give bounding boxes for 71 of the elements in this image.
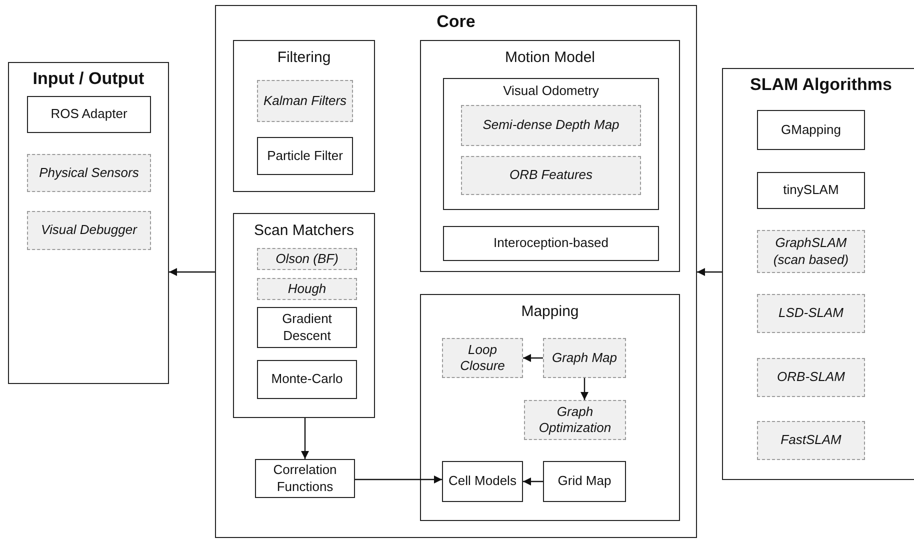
optional-module-box: [757, 230, 865, 273]
group-panel: [722, 68, 914, 480]
optional-module-box: [257, 80, 353, 122]
module-box: [255, 459, 355, 498]
optional-module-box: [757, 358, 865, 397]
arrow: [355, 476, 442, 484]
arrow: [301, 418, 309, 459]
module-box: [442, 461, 523, 502]
group-panel: [233, 40, 375, 192]
optional-module-box: [461, 156, 641, 195]
module-box: [757, 110, 865, 150]
module-box: [257, 137, 353, 175]
optional-module-box: [757, 294, 865, 333]
module-box: [257, 307, 357, 348]
module-label: Gradient Descent: [281, 311, 333, 344]
module-label: Cell Models: [448, 473, 516, 490]
group-title: Motion Model: [504, 49, 596, 66]
optional-module-box: [442, 338, 523, 378]
arrow: [580, 378, 588, 400]
module-label: Hough: [288, 280, 326, 298]
module-label: Olson (BF): [276, 250, 338, 268]
group-panel: [420, 294, 680, 521]
optional-module-box: [257, 278, 357, 300]
module-label: Correlation Functions: [272, 462, 338, 495]
arrow: [523, 354, 543, 362]
group-panel: [233, 213, 375, 418]
module-box: [257, 360, 357, 399]
module-box: [757, 172, 865, 209]
module-label: GraphSLAM (scan based): [772, 235, 850, 268]
group-title: Core: [436, 12, 476, 32]
module-label: GMapping: [781, 122, 841, 138]
module-label: tinySLAM: [783, 182, 839, 199]
optional-module-box: [524, 400, 626, 440]
module-label: LSD-SLAM: [778, 305, 844, 322]
group-title: Input / Output: [32, 69, 146, 89]
optional-module-box: [543, 338, 626, 378]
module-label: Physical Sensors: [39, 164, 139, 182]
module-label: FastSLAM: [780, 432, 842, 449]
group-title: Visual Odometry: [502, 83, 600, 98]
group-title: Filtering: [276, 49, 332, 66]
module-label: Grid Map: [558, 473, 612, 490]
group-title: Scan Matchers: [252, 222, 356, 239]
group-panel: [215, 5, 697, 538]
module-box: [543, 461, 626, 502]
module-label: Loop Closure: [459, 342, 506, 374]
arrow: [697, 268, 722, 276]
optional-module-box: [257, 248, 357, 270]
module-label: Semi-dense Depth Map: [482, 117, 620, 134]
optional-module-box: [27, 211, 151, 250]
group-title: SLAM Algorithms: [749, 75, 893, 95]
module-label: Visual Debugger: [41, 222, 137, 239]
module-label: Kalman Filters: [263, 92, 347, 110]
optional-module-box: [757, 421, 865, 460]
optional-module-box: [27, 154, 151, 192]
module-label: Interoception-based: [494, 235, 608, 252]
arrow: [169, 268, 215, 276]
module-label: Graph Map: [552, 350, 618, 366]
module-box: [443, 226, 659, 261]
group-panel: [420, 40, 680, 272]
module-label: Particle Filter: [267, 148, 343, 164]
group-panel: [8, 62, 169, 384]
module-label: Graph Optimization: [538, 404, 612, 436]
module-box: [27, 96, 151, 133]
group-panel: [443, 78, 659, 210]
arrow: [523, 478, 543, 486]
optional-module-box: [461, 105, 641, 146]
module-label: ORB Features: [509, 167, 593, 184]
module-label: Monte-Carlo: [271, 371, 343, 388]
module-label: ORB-SLAM: [777, 369, 845, 386]
module-label: ROS Adapter: [50, 106, 128, 123]
group-title: Mapping: [520, 303, 580, 320]
